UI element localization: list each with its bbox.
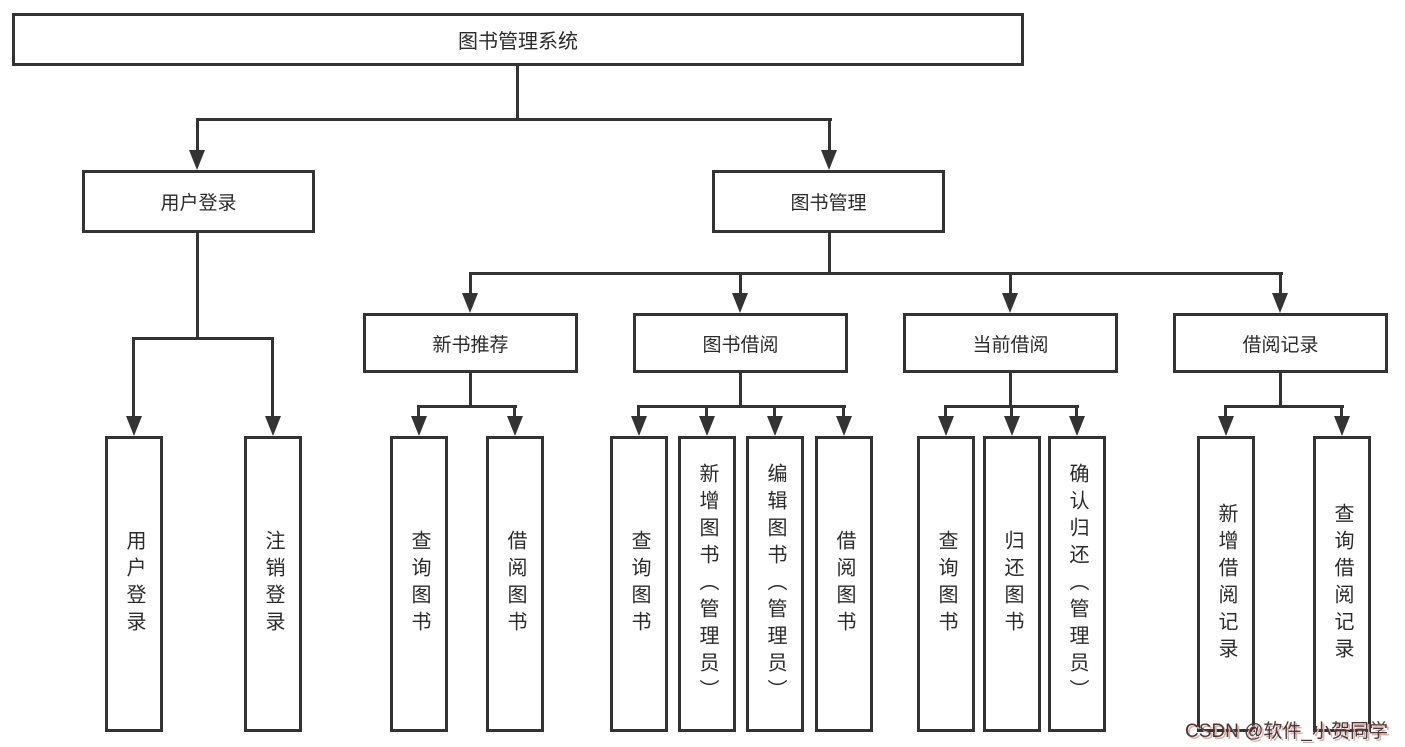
leaf-query-books-recommend-label: 查询图书: [408, 530, 430, 638]
leaf-borrow-books-recommend-label: 借阅图书: [504, 530, 526, 638]
connector-line: [828, 233, 831, 272]
arrow-down-icon: [1334, 416, 1350, 436]
leaf-borrow-books-label: 借阅图书: [833, 530, 855, 638]
connector-line: [417, 405, 517, 408]
arrow-down-icon: [507, 416, 523, 436]
connector-line: [705, 405, 708, 416]
arrow-down-icon: [265, 416, 281, 436]
node-user-login-label: 用户登录: [160, 193, 237, 214]
arrow-down-icon: [836, 416, 852, 436]
node-new-book-recommend: 新书推荐: [363, 313, 578, 373]
leaf-return-book-label: 归还图书: [1001, 530, 1023, 638]
connector-line: [637, 405, 640, 416]
leaf-query-books-borrow-label: 查询图书: [628, 530, 650, 638]
connector-line: [828, 118, 831, 150]
leaf-add-book-admin-label: 新增图书（管理员）: [696, 462, 718, 706]
csdn-watermark: CSDN @软件_小贺同学: [1185, 721, 1388, 742]
connector-line: [739, 373, 742, 405]
arrow-down-icon: [1004, 416, 1020, 436]
connector-line: [469, 272, 1283, 275]
node-user-login: 用户登录: [82, 170, 315, 233]
node-current-borrow: 当前借阅: [903, 313, 1118, 373]
node-library-system: 图书管理系统: [12, 13, 1024, 66]
leaf-query-books-current-label: 查询图书: [935, 530, 957, 638]
node-library-system-label: 图书管理系统: [458, 31, 578, 53]
arrow-down-icon: [1002, 293, 1018, 313]
connector-line: [271, 337, 274, 416]
connector-line: [1010, 405, 1013, 416]
arrow-down-icon: [1272, 293, 1288, 313]
node-new-book-recommend-label: 新书推荐: [432, 334, 509, 356]
leaf-borrow-books-recommend: 借阅图书: [486, 436, 544, 732]
node-borrow-records-label: 借阅记录: [1242, 334, 1319, 356]
node-book-management: 图书管理: [712, 170, 945, 233]
leaf-user-login: 用户登录: [105, 436, 163, 732]
connector-line: [417, 405, 420, 416]
connector-line: [1340, 405, 1343, 416]
node-book-management-label: 图书管理: [790, 193, 867, 214]
connector-line: [944, 405, 947, 416]
leaf-add-borrow-record-label: 新增借阅记录: [1215, 503, 1237, 665]
arrow-down-icon: [1069, 416, 1085, 436]
connector-line: [513, 405, 516, 416]
connector-line: [469, 373, 472, 405]
leaf-return-book: 归还图书: [983, 436, 1041, 732]
connector-line: [739, 272, 742, 293]
leaf-confirm-return-admin-label: 确认归还（管理员）: [1066, 462, 1088, 706]
arrow-down-icon: [631, 416, 647, 436]
leaf-query-books-recommend: 查询图书: [390, 436, 448, 732]
connector-line: [196, 118, 199, 150]
arrow-down-icon: [462, 293, 478, 313]
connector-line: [132, 337, 135, 416]
connector-line: [773, 405, 776, 416]
leaf-edit-book-admin: 编辑图书（管理员）: [746, 436, 804, 732]
node-borrow-records: 借阅记录: [1173, 313, 1388, 373]
connector-line: [196, 118, 832, 121]
leaf-query-borrow-record-label: 查询借阅记录: [1331, 503, 1353, 665]
connector-line: [842, 405, 845, 416]
connector-line: [516, 66, 519, 118]
connector-line: [637, 405, 846, 408]
arrow-down-icon: [411, 416, 427, 436]
arrow-down-icon: [126, 416, 142, 436]
connector-line: [132, 337, 274, 340]
connector-line: [196, 233, 199, 337]
node-book-borrow: 图书借阅: [633, 313, 848, 373]
connector-line: [1279, 373, 1282, 405]
leaf-borrow-books: 借阅图书: [815, 436, 873, 732]
leaf-edit-book-admin-label: 编辑图书（管理员）: [764, 462, 786, 706]
connector-line: [1224, 405, 1227, 416]
arrow-down-icon: [821, 150, 837, 170]
leaf-query-books-borrow: 查询图书: [610, 436, 668, 732]
connector-line: [1009, 272, 1012, 293]
leaf-add-book-admin: 新增图书（管理员）: [678, 436, 736, 732]
leaf-add-borrow-record: 新增借阅记录: [1197, 436, 1255, 732]
connector-line: [1224, 405, 1344, 408]
leaf-user-login-label: 用户登录: [123, 530, 145, 638]
leaf-logout-label: 注销登录: [262, 530, 284, 638]
connector-line: [1075, 405, 1078, 416]
arrow-down-icon: [732, 293, 748, 313]
arrow-down-icon: [938, 416, 954, 436]
connector-line: [469, 272, 472, 293]
node-book-borrow-label: 图书借阅: [702, 334, 779, 356]
leaf-logout: 注销登录: [244, 436, 302, 732]
leaf-query-books-current: 查询图书: [917, 436, 975, 732]
connector-line: [1279, 272, 1282, 293]
arrow-down-icon: [767, 416, 783, 436]
leaf-confirm-return-admin: 确认归还（管理员）: [1048, 436, 1106, 732]
arrow-down-icon: [699, 416, 715, 436]
node-current-borrow-label: 当前借阅: [972, 334, 1049, 356]
leaf-query-borrow-record: 查询借阅记录: [1313, 436, 1371, 732]
connector-line: [1009, 373, 1012, 405]
arrow-down-icon: [189, 150, 205, 170]
arrow-down-icon: [1218, 416, 1234, 436]
